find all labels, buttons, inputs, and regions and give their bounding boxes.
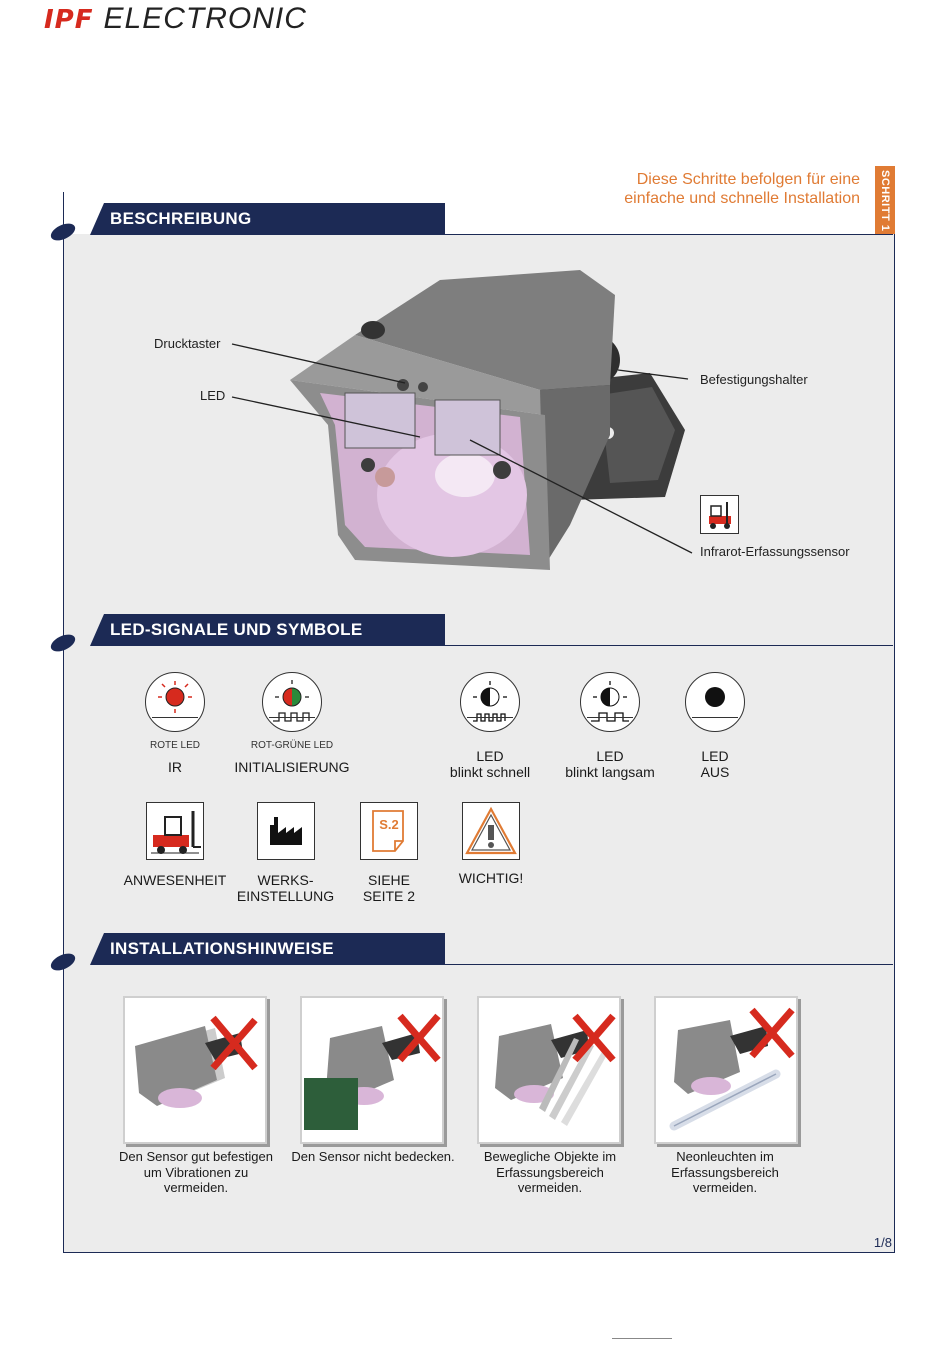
symbol-label: INITIALISIERUNG	[234, 759, 350, 775]
symbol-label-line2: blinkt langsam	[565, 764, 655, 780]
symbol-see-page-2: S.2 SIEHE SEITE 2	[340, 802, 438, 904]
symbol-led-off: LED AUS	[665, 672, 765, 780]
warning-icon	[462, 802, 520, 860]
page-number: 1/8	[873, 1235, 892, 1250]
tagline: Diese Schritte befolgen für eine einfach…	[624, 171, 860, 207]
callout-button: Drucktaster	[154, 336, 221, 351]
install-caption-vibration: Den Sensor gut befestigen um Vibrationen…	[119, 1149, 273, 1195]
symbol-label: IR	[168, 759, 182, 775]
symbol-presence: ANWESENHEIT	[115, 802, 235, 888]
symbol-label-line2: SEITE 2	[362, 888, 416, 904]
sensor-device-illustration	[231, 270, 693, 570]
presence-icon	[700, 495, 739, 534]
symbol-red-green-led: ROT-GRÜNE LED INITIALISIERUNG	[232, 672, 352, 775]
symbol-label-line2: AUS	[700, 764, 730, 780]
symbol-small-label: ROTE LED	[149, 740, 200, 751]
section-title: BESCHREIBUNG	[110, 209, 252, 228]
led-slow-blink-icon	[580, 672, 640, 732]
symbol-label: LED	[476, 748, 504, 764]
symbol-label: SIEHE	[367, 872, 410, 888]
symbol-label: WERKS-	[257, 872, 314, 888]
install-image-vibration	[123, 996, 267, 1144]
red-led-icon	[145, 672, 205, 732]
see-page-icon: S.2	[360, 802, 418, 860]
callout-ir-sensor: Infrarot-Erfassungssensor	[700, 544, 850, 559]
led-fast-blink-icon	[460, 672, 520, 732]
forklift-icon	[146, 802, 204, 860]
symbol-led-fast-blink: LED blinkt schnell	[440, 672, 540, 780]
symbol-label: ANWESENHEIT	[123, 872, 227, 888]
symbol-led-slow-blink: LED blinkt langsam	[555, 672, 665, 780]
factory-icon	[256, 802, 315, 860]
symbol-factory-setting: WERKS- EINSTELLUNG	[228, 802, 343, 904]
symbol-label-line2: EINSTELLUNG	[236, 888, 335, 904]
symbol-important: WICHTIG!	[442, 802, 540, 886]
brand-ipf: IPF	[44, 5, 94, 35]
symbol-label: LED	[701, 748, 729, 764]
install-caption-moving-objects: Bewegliche Objekte im Erfassungsbereich …	[483, 1149, 617, 1195]
install-image-neon	[654, 996, 798, 1144]
symbol-label: LED	[596, 748, 624, 764]
red-green-led-icon	[262, 672, 322, 732]
symbol-label-line2: blinkt schnell	[449, 764, 531, 780]
callout-bracket: Befestigungshalter	[700, 372, 808, 387]
step-tab: SCHRITT 1	[875, 166, 895, 235]
brand-logo: IPF ELECTRONIC	[44, 2, 307, 38]
symbol-red-led: ROTE LED IR	[125, 672, 225, 775]
symbol-small-label: ROT-GRÜNE LED	[250, 740, 334, 751]
install-image-moving-objects	[477, 996, 621, 1144]
symbol-label: WICHTIG!	[458, 870, 524, 886]
install-image-cover	[300, 996, 444, 1144]
section-title: INSTALLATIONSHINWEISE	[110, 939, 334, 958]
see-page-icon-text: S.2	[379, 817, 399, 832]
section-title: LED-SIGNALE UND SYMBOLE	[110, 620, 363, 639]
callout-led: LED	[200, 388, 226, 403]
install-caption-neon: Neonleuchten im Erfassungsbereich vermei…	[671, 1149, 779, 1195]
brand-electronic: ELECTRONIC	[103, 2, 307, 35]
cover-block	[304, 1078, 358, 1130]
footer-line	[612, 1338, 672, 1339]
led-off-icon	[685, 672, 745, 732]
install-caption-cover: Den Sensor nicht bedecken.	[291, 1149, 455, 1164]
